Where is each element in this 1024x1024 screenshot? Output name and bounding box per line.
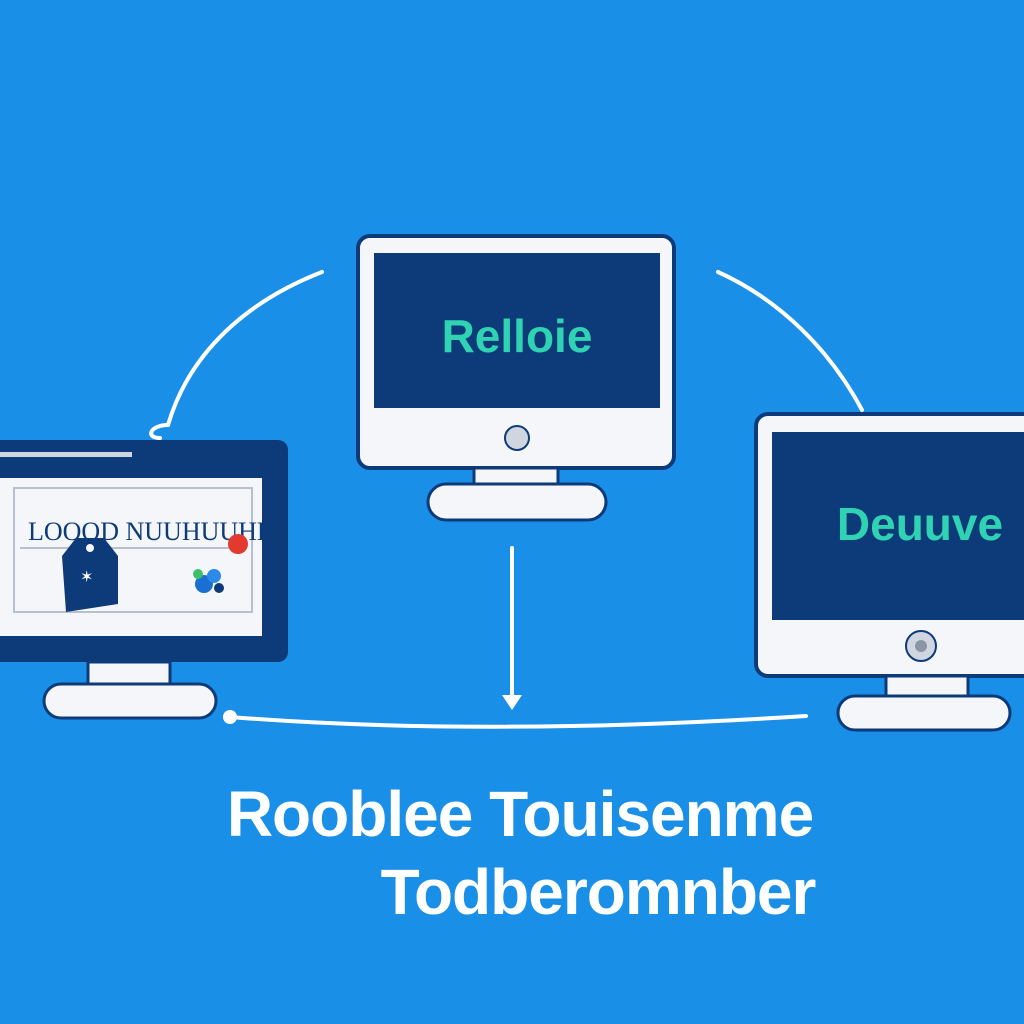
center-monitor-button [504, 425, 530, 451]
right-arc-connector [716, 270, 864, 412]
arrow-down-icon [502, 695, 522, 710]
center-monitor-base [426, 482, 608, 522]
right-monitor-screen-text: Deuuve [837, 498, 1003, 550]
left-monitor-inner-panel [13, 487, 253, 613]
blue-cluster-icon [193, 569, 224, 593]
tag-icon-hole [86, 544, 94, 552]
bottom-connector-node [223, 710, 237, 724]
right-monitor-screen [772, 432, 1024, 620]
left-arc-hook [149, 423, 170, 440]
right-monitor: Deuuve [754, 412, 1024, 732]
left-monitor-base [42, 682, 218, 720]
right-monitor-button-inner [915, 640, 927, 652]
tag-icon-glyph: ✶ [80, 567, 93, 586]
left-monitor: LOOOD NUUHUUHE ✶ [0, 440, 288, 720]
center-monitor-screen [374, 253, 660, 408]
left-monitor-screen [0, 478, 262, 636]
center-monitor-screen-text: Relloie [442, 310, 593, 362]
connector-lines [149, 270, 864, 729]
left-arc-connector [166, 270, 324, 427]
left-monitor-topbar [0, 452, 132, 457]
right-monitor-base [836, 694, 1012, 732]
center-monitor: Relloie [356, 234, 676, 522]
tag-icon [62, 538, 118, 612]
caption-line-2: Todberomnber [381, 856, 816, 928]
caption-line-1: Rooblee Touisenme [227, 778, 813, 850]
bottom-connector [228, 714, 808, 729]
red-dot-icon [228, 534, 248, 554]
